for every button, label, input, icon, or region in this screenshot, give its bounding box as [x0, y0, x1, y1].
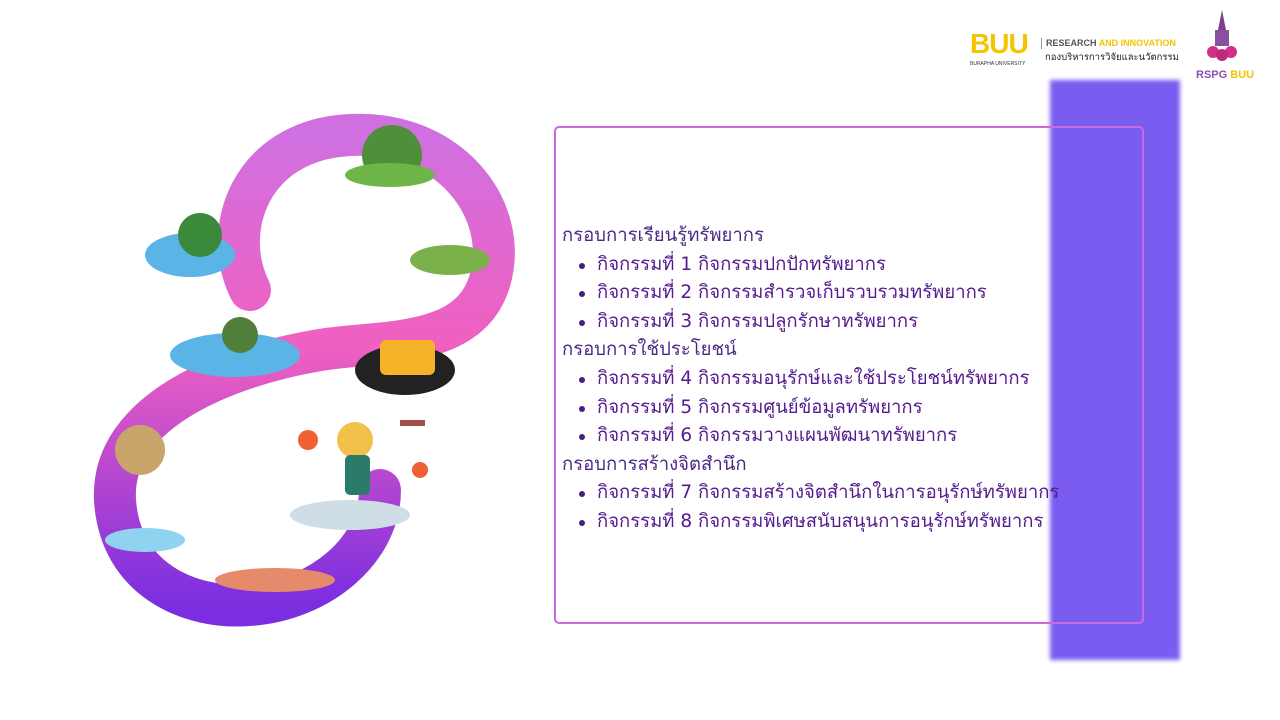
activities-frame [554, 126, 1144, 624]
buu-logo-subtitle: BURAPHA UNIVERSITY [970, 61, 1026, 67]
section-title: กรอบการเรียนรู้ทรัพยากร [562, 225, 764, 246]
list-item: กิจกรรมที่ 4 กิจกรรมอนุรักษ์และใช้ประโยช… [562, 365, 1059, 394]
figure-eight-path [93, 113, 515, 627]
rspg-logo: RSPG BUU [1196, 69, 1255, 81]
list-item: กิจกรรมที่ 1 กิจกรรมปกปักทรัพยากร [562, 251, 1059, 280]
activities-list: กรอบการเรียนรู้ทรัพยากร กิจกรรมที่ 1 กิจ… [562, 222, 1059, 537]
list-item: กิจกรรมที่ 8 กิจกรรมพิเศษสนับสนุนการอนุร… [562, 508, 1059, 537]
research-innovation-logo: RESEARCH AND INNOVATION [1041, 38, 1176, 49]
list-item: กิจกรรมที่ 2 กิจกรรมสำรวจเก็บรวบรวมทรัพย… [562, 279, 1059, 308]
figure-eight-illustration [93, 113, 515, 627]
list-item: กิจกรรมที่ 5 กิจกรรมศูนย์ข้อมูลทรัพยากร [562, 394, 1059, 423]
list-item: กิจกรรมที่ 3 กิจกรรมปลูกรักษาทรัพยากร [562, 308, 1059, 337]
royal-emblem-icon [1207, 10, 1237, 61]
list-item: กิจกรรมที่ 7 กิจกรรมสร้างจิตสำนึกในการอน… [562, 479, 1059, 508]
section-title: กรอบการใช้ประโยชน์ [562, 339, 737, 361]
nature-vignettes [105, 125, 490, 592]
list-item: กิจกรรมที่ 6 กิจกรรมวางแผนพัฒนาทรัพยากร [562, 422, 1059, 451]
accent-bar [1050, 80, 1180, 660]
section-title: กรอบการสร้างจิตสำนึก [562, 453, 747, 475]
buu-logo: BUU [970, 28, 1029, 59]
research-division-name: กองบริหารการวิจัยและนวัตกรรม [1045, 52, 1179, 63]
